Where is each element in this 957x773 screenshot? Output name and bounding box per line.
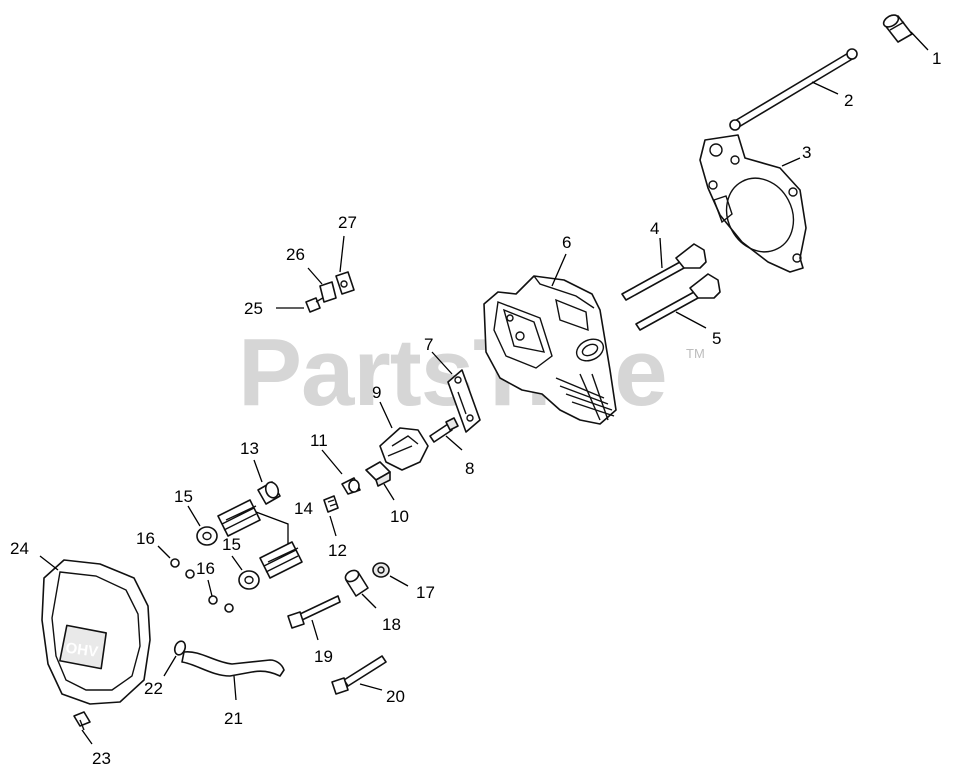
callout-25[interactable]: 25 — [244, 299, 263, 318]
part-7-rocker-plate[interactable] — [447, 369, 481, 433]
callout-11[interactable]: 11 — [310, 431, 328, 450]
callout-23[interactable]: 23 — [92, 749, 111, 768]
callout-8[interactable]: 8 — [465, 459, 474, 478]
part-12-keeper[interactable] — [323, 495, 339, 513]
watermark-trademark: TM — [686, 346, 705, 361]
callout-22[interactable]: 22 — [144, 679, 163, 698]
callout-4[interactable]: 4 — [650, 219, 659, 238]
part-21-breather-tube[interactable] — [181, 651, 285, 677]
callout-16[interactable]: 16 — [136, 529, 155, 548]
callout-26[interactable]: 26 — [286, 245, 305, 264]
part-13-valve-cap[interactable] — [257, 480, 281, 505]
part-26-bracket[interactable] — [319, 281, 337, 303]
callout-15[interactable]: 15 — [174, 487, 193, 506]
part-2-push-rod[interactable] — [729, 48, 858, 131]
part-11-valve-cap[interactable] — [341, 477, 361, 495]
part-23-screw[interactable] — [73, 711, 91, 731]
callout-9[interactable]: 9 — [372, 383, 381, 402]
callout-2[interactable]: 2 — [844, 91, 853, 110]
callout-27[interactable]: 27 — [338, 213, 357, 232]
callout-7[interactable]: 7 — [424, 335, 433, 354]
part-27-bracket[interactable] — [335, 271, 355, 295]
part-1-lifter[interactable] — [882, 13, 913, 43]
callout-5[interactable]: 5 — [712, 329, 721, 348]
leader-lines — [39, 31, 929, 745]
part-14-valve-spring-upper[interactable] — [217, 499, 261, 537]
part-3-head-gasket[interactable] — [699, 134, 807, 273]
callout-14[interactable]: 14 — [294, 499, 313, 518]
part-18-spacer[interactable] — [343, 568, 369, 597]
callout-6[interactable]: 6 — [562, 233, 571, 252]
callout-15-b[interactable]: 15 — [222, 535, 241, 554]
callout-labels: 1 2 3 4 5 6 7 8 9 10 11 12 13 14 15 15 1… — [10, 49, 941, 768]
callout-24[interactable]: 24 — [10, 539, 29, 558]
callout-13[interactable]: 13 — [240, 439, 259, 458]
part-19-bolt[interactable] — [287, 595, 341, 629]
part-17-washer[interactable] — [372, 562, 390, 578]
part-15-spring-retainer-upper[interactable] — [196, 526, 218, 546]
callout-10[interactable]: 10 — [390, 507, 409, 526]
callout-21[interactable]: 21 — [224, 709, 243, 728]
callout-19[interactable]: 19 — [314, 647, 333, 666]
part-4-valve[interactable] — [621, 243, 707, 301]
callout-20[interactable]: 20 — [386, 687, 405, 706]
part-9-rocker-arm[interactable] — [379, 427, 429, 471]
part-5-valve[interactable] — [635, 273, 721, 331]
part-16-valve-keeper-lower[interactable] — [208, 595, 234, 613]
cover-text: OHV — [65, 640, 100, 661]
part-6-cylinder-head[interactable] — [483, 275, 617, 425]
callout-3[interactable]: 3 — [802, 143, 811, 162]
part-14-valve-spring-lower[interactable] — [259, 541, 303, 579]
part-20-bolt[interactable] — [331, 655, 387, 695]
part-24-valve-cover[interactable]: OHV — [41, 559, 151, 705]
callout-18[interactable]: 18 — [382, 615, 401, 634]
callout-16-b[interactable]: 16 — [196, 559, 215, 578]
part-22-clamp[interactable] — [173, 640, 187, 657]
part-16-valve-keeper-upper[interactable] — [170, 558, 195, 579]
callout-1[interactable]: 1 — [932, 49, 941, 68]
part-15-spring-retainer-lower[interactable] — [238, 570, 260, 590]
part-8-rocker-pin[interactable] — [429, 417, 459, 443]
callout-17[interactable]: 17 — [416, 583, 435, 602]
callout-12[interactable]: 12 — [328, 541, 347, 560]
part-10-rocker-bracket[interactable] — [365, 461, 391, 487]
